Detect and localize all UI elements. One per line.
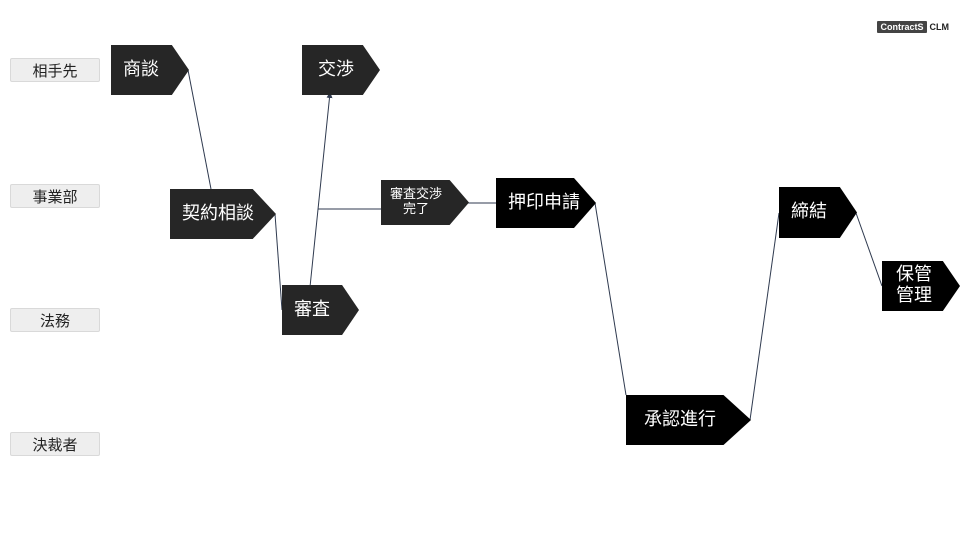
step-kosho: 交渉 (302, 45, 380, 95)
step-shinsa-kosho-kanryo-line1: 審査交渉 (389, 186, 442, 202)
step-hokan-kanri-line2: 管理 (896, 285, 932, 306)
link-teiketsu-hokan (855, 212, 883, 287)
link-keiyaku-shinsa (274, 213, 283, 311)
step-keiyaku-sodan: 契約相談 (170, 189, 276, 239)
step-shonin-shinko: 承認進行 (626, 395, 751, 445)
step-oin-shinsei: 押印申請 (496, 178, 596, 228)
lane-label-legal: 法務 (10, 308, 100, 332)
step-shinsa: 審査 (282, 285, 359, 335)
link-shinsa-kosho (306, 92, 333, 293)
step-shinsa-kosho-kanryo-line2: 完了 (402, 201, 429, 217)
brand-logo-text: ContractS (877, 21, 927, 33)
lane-label-approver: 決裁者 (10, 432, 100, 456)
lane-label-partner: 相手先 (10, 58, 100, 82)
step-shodan: 商談 (111, 45, 189, 95)
brand-suffix: CLM (929, 22, 950, 32)
lane-label-business: 事業部 (10, 184, 100, 208)
link-shonin-teiketsu (749, 212, 780, 421)
brand-logo: ContractS CLM (877, 21, 949, 33)
step-hokan-kanri: 保管 管理 (882, 261, 960, 311)
step-teiketsu: 締結 (779, 187, 857, 238)
step-hokan-kanri-line1: 保管 (896, 264, 932, 286)
step-shinsa-kosho-kanryo: 審査交渉 完了 (381, 180, 469, 225)
link-oin-shonin (594, 202, 627, 396)
link-shodan-keiyaku (187, 69, 212, 190)
